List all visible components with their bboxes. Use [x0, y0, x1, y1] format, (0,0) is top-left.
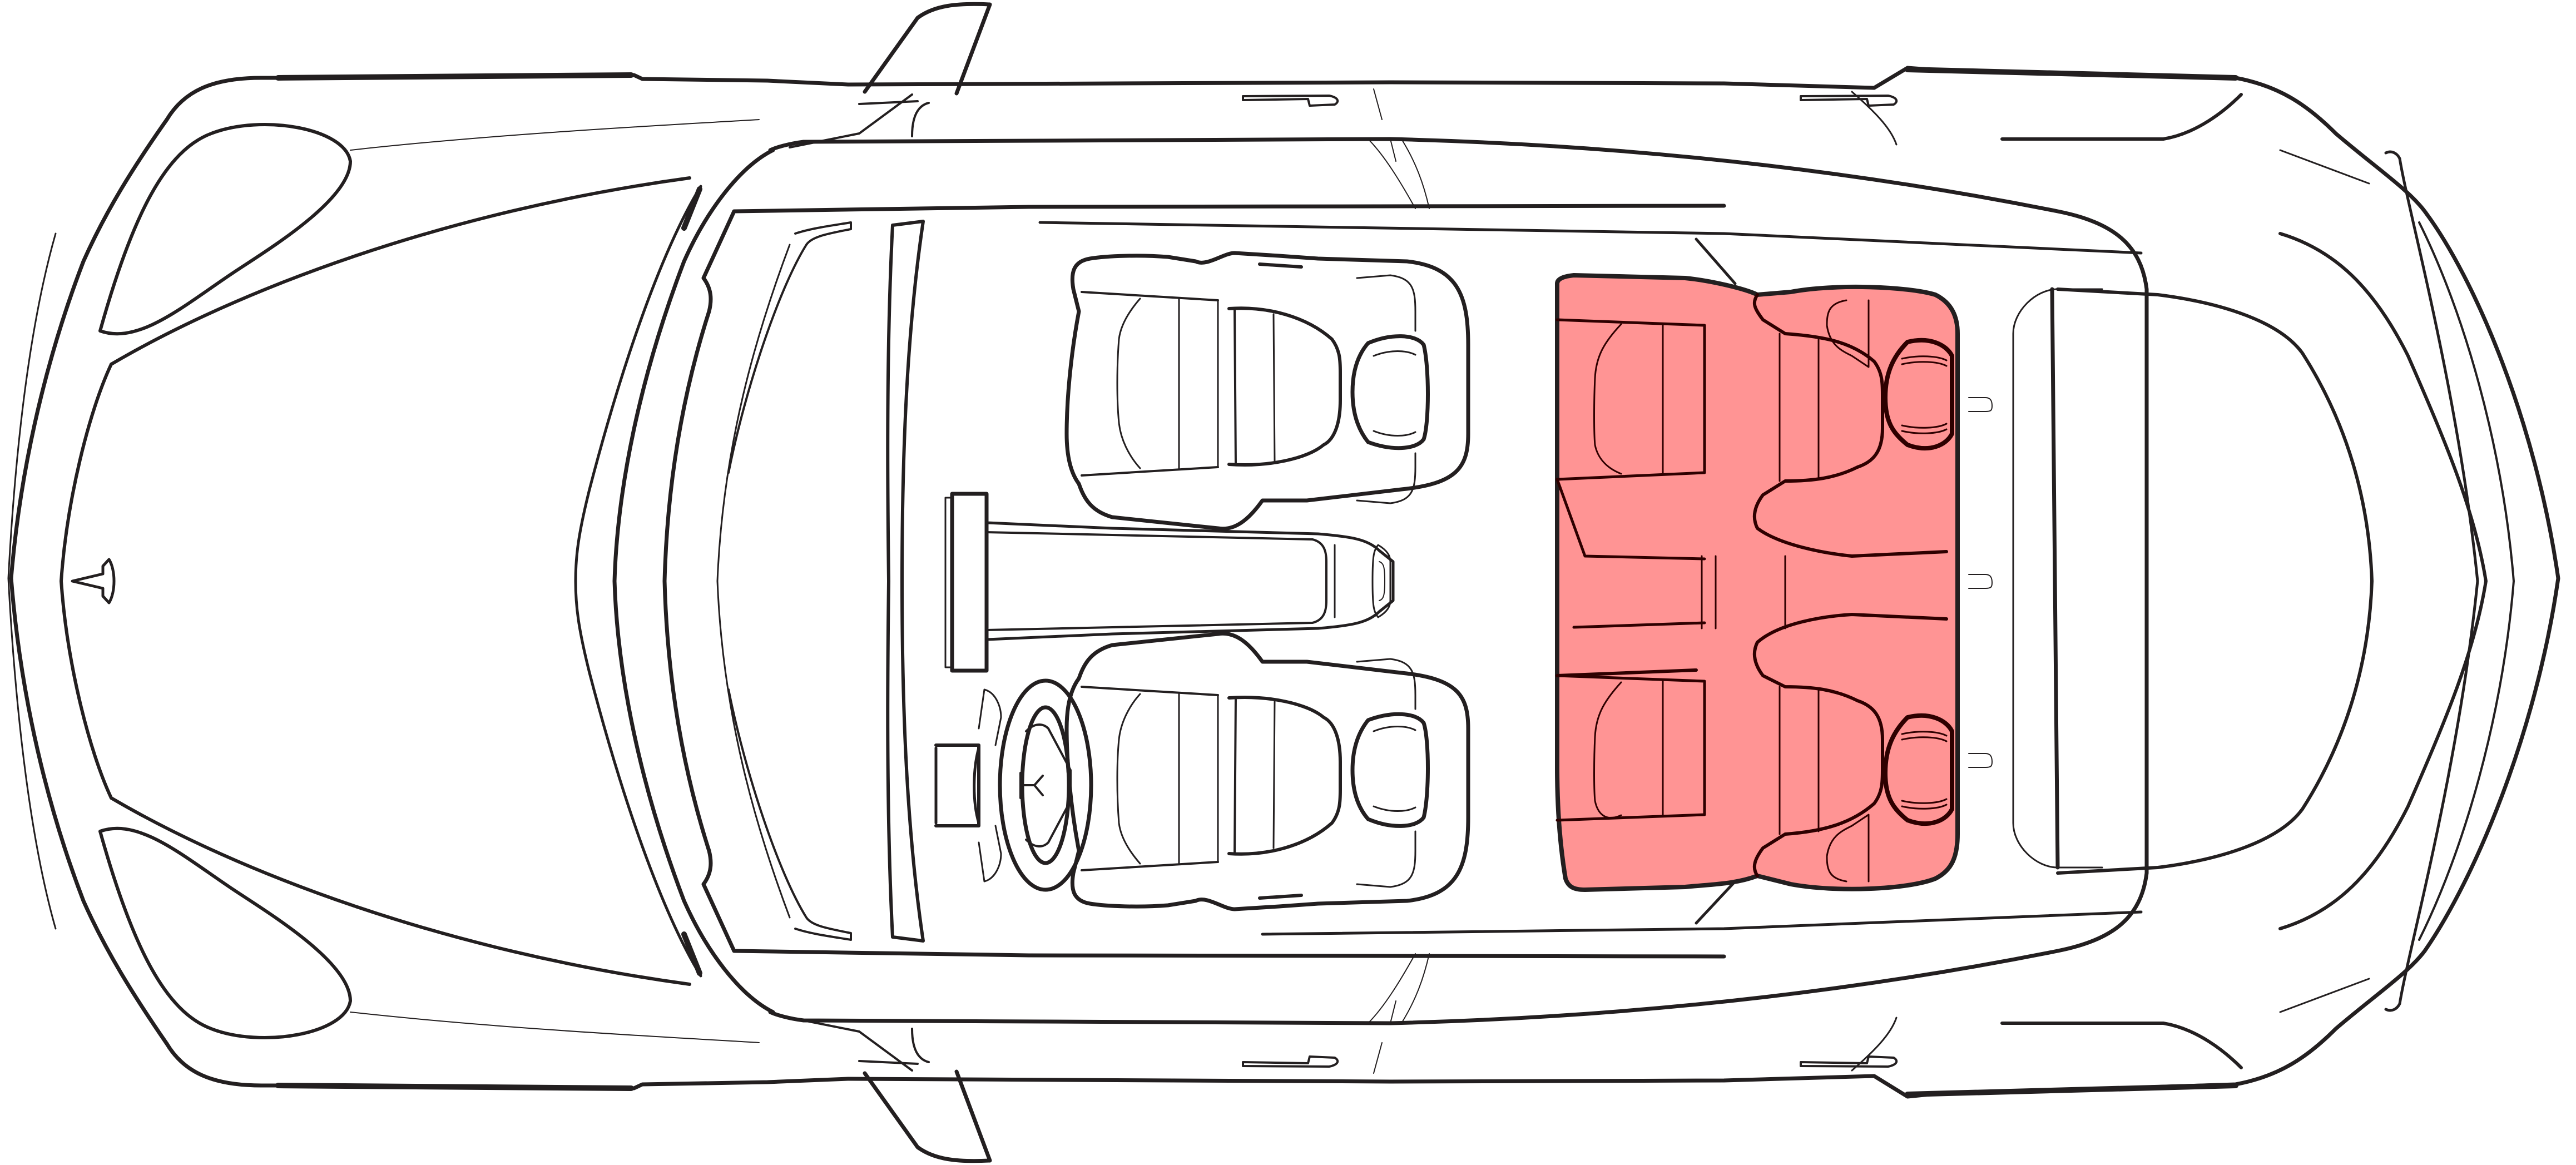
center-console: [985, 521, 1395, 641]
door-handle-icon: [1242, 1055, 1339, 1068]
mirror-left: [789, 2, 992, 148]
door-handle-icon: [1800, 1055, 1898, 1068]
dashboard: [716, 220, 925, 943]
door-handle-icon: [1242, 95, 1339, 107]
body-outline: [7, 66, 2560, 1099]
cabin-outline: [662, 88, 2149, 1074]
mirror-right: [789, 1017, 992, 1163]
display-screen: [944, 492, 989, 673]
rear-bumper: [1851, 91, 2515, 1072]
steering-wheel-icon: [934, 678, 1093, 892]
front-seat-passenger: [1064, 251, 1470, 531]
door-handles: [1242, 95, 1898, 1068]
front-seat-driver: [1064, 631, 1470, 911]
seat-anchors: [1968, 397, 1993, 768]
hood-logo-icon: [71, 558, 116, 604]
hood: [60, 119, 760, 1043]
windshield: [574, 148, 775, 1014]
cargo-area: [2012, 287, 2103, 870]
rear-seat-row: [1554, 273, 1960, 892]
rear-seat-highlight: [1554, 273, 1960, 892]
rear-glass: [2056, 287, 2374, 875]
door-handle-icon: [1800, 95, 1898, 107]
